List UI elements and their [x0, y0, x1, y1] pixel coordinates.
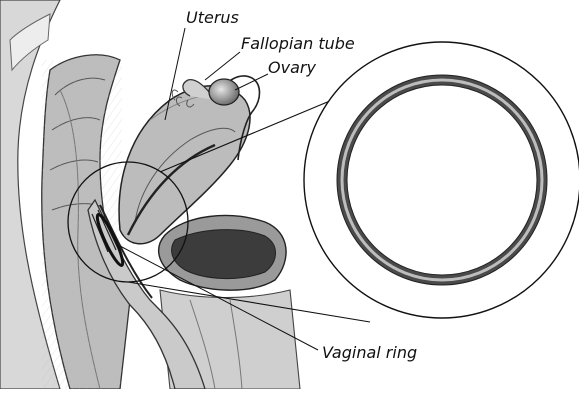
enlarged-ring-detail [304, 42, 579, 318]
label-fallopian-tube: Fallopian tube [241, 36, 355, 52]
ovary-shape [209, 79, 239, 105]
label-vaginal-ring: Vaginal ring [322, 345, 417, 361]
label-uterus: Uterus [186, 10, 239, 26]
label-ovary: Ovary [268, 60, 316, 76]
body-cross-section [0, 0, 130, 389]
leader-fallopian-tube [205, 52, 240, 80]
